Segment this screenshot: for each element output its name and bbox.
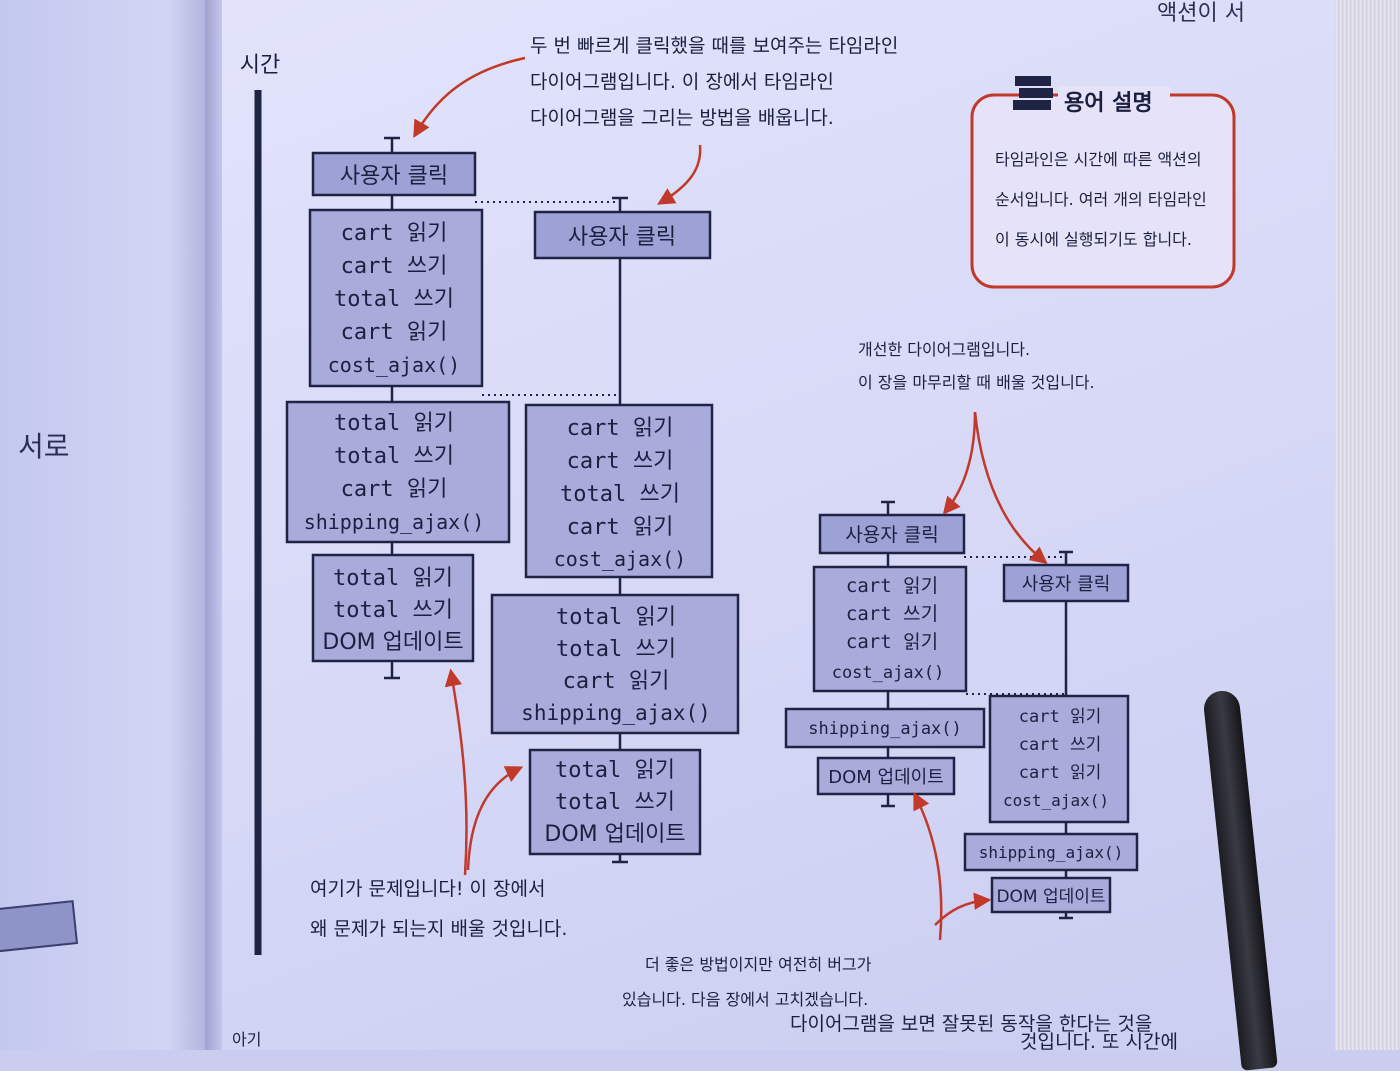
d2-left-b1-l1: cart 읽기 — [846, 575, 938, 597]
d2-right-b1-l2: cart 쓰기 — [1019, 735, 1101, 755]
glossary-title: 용어 설명 — [1064, 91, 1153, 116]
glossary-body-l1: 타임라인은 시간에 따른 액션의 — [995, 150, 1202, 169]
d1-right-header-box — [533, 210, 712, 260]
d1-right-header: 사용자 클릭 — [568, 225, 676, 250]
arrow-better-2 — [934, 892, 992, 926]
d2-left-block-1 — [812, 565, 968, 693]
arrow-problem-1 — [444, 668, 468, 876]
d1-right-b2-l2: total 쓰기 — [556, 637, 676, 662]
d1-right-block-2 — [490, 593, 740, 735]
d2-left-header-box — [818, 513, 966, 555]
bottom-text-l2: 것입니다. 또 시간에 — [1020, 1031, 1178, 1050]
d1-left-b1-l5: cost_ajax() — [328, 353, 460, 377]
annotation-improved: 개선한 다이어그램입니다. 이 장을 마무리할 때 배울 것입니다. — [858, 340, 1095, 565]
annotation-top-l3: 다이어그램을 그리는 방법을 배웁니다. — [530, 107, 834, 129]
arrow-top-2 — [656, 144, 702, 205]
d1-right-b2-l4: shipping_ajax() — [521, 701, 711, 725]
d1-left-b3-l2: total 쓰기 — [333, 598, 453, 623]
d1-left-b2-l1: total 읽기 — [334, 411, 454, 436]
annotation-problem: 여기가 문제입니다! 이 장에서 왜 문제가 되는지 배울 것입니다. — [310, 668, 567, 940]
d1-right-b1-l1: cart 읽기 — [567, 416, 674, 441]
d1-right-b1-l4: cart 읽기 — [567, 515, 674, 540]
d2-left-timeline: 사용자 클릭 cart 읽기 cart 쓰기 cart 읽기 cost_ajax… — [784, 500, 986, 808]
d1-right-b1-l5: cost_ajax() — [554, 547, 686, 571]
d1-right-b1-l2: cart 쓰기 — [567, 449, 674, 474]
d2-left-header: 사용자 클릭 — [845, 524, 938, 546]
arrow-top-1 — [413, 56, 526, 139]
d1-left-b1-l2: cart 쓰기 — [341, 254, 448, 279]
annotation-problem-l1: 여기가 문제입니다! 이 장에서 — [310, 878, 546, 900]
d1-left-header-box — [311, 151, 477, 197]
d2-left-b1-l2: cart 쓰기 — [846, 603, 938, 625]
arrow-problem-2 — [466, 766, 524, 871]
annotation-improved-l1: 개선한 다이어그램입니다. — [858, 340, 1030, 359]
d2-right-header: 사용자 클릭 — [1022, 574, 1111, 595]
annotation-top: 두 번 빠르게 클릭했을 때를 보여주는 타임라인 다이어그램입니다. 이 장에… — [413, 35, 898, 205]
d1-left-block-3 — [311, 553, 475, 663]
d1-left-b2-l3: cart 읽기 — [341, 477, 448, 502]
d1-left-b3-l3: DOM 업데이트 — [322, 630, 463, 655]
glossary-body-l2: 순서입니다. 여러 개의 타임라인 — [995, 190, 1207, 209]
d1-right-block-3 — [528, 748, 702, 856]
annotation-top-l1: 두 번 빠르게 클릭했을 때를 보여주는 타임라인 — [530, 35, 898, 57]
d2-right-block-2 — [963, 832, 1139, 872]
d1-right-b2-l1: total 읽기 — [556, 605, 676, 630]
arrow-better-1 — [913, 791, 943, 941]
d1-left-timeline: 사용자 클릭 cart 읽기 cart 쓰기 total 쓰기 cart 읽기 … — [285, 136, 511, 680]
d2-right-block-3 — [990, 876, 1112, 914]
bottom-text-l1: 다이어그램을 보면 잘못된 동작을 한다는 것을 — [790, 1013, 1152, 1035]
d1-left-b1-l4: cart 읽기 — [341, 320, 448, 345]
glossary-title-bg — [1058, 86, 1170, 116]
footer-left: 아기 — [232, 1030, 261, 1049]
left-page: 서로 — [0, 0, 210, 1050]
left-page-text: 서로 — [18, 430, 70, 463]
d1-right-b3-l2: total 쓰기 — [555, 790, 675, 815]
d2-left-block-2 — [784, 707, 986, 749]
d1-right-b1-l3: total 쓰기 — [560, 482, 680, 507]
glossary-body-l3: 이 동시에 실행되기도 합니다. — [995, 230, 1192, 249]
d2-right-timeline: 사용자 클릭 cart 읽기 cart 쓰기 cart 읽기 cost_ajax… — [963, 550, 1139, 920]
annotation-better-l2: 있습니다. 다음 장에서 고치겠습니다. — [622, 990, 868, 1009]
d1-left-b2-l4: shipping_ajax() — [304, 510, 485, 534]
glossary-box: 용어 설명 타임라인은 시간에 따른 액션의 순서입니다. 여러 개의 타임라인… — [970, 76, 1236, 289]
d1-left-header: 사용자 클릭 — [340, 164, 448, 189]
d1-right-b3-l3: DOM 업데이트 — [544, 822, 685, 847]
d2-right-block-1 — [988, 694, 1130, 824]
annotation-top-l2: 다이어그램입니다. 이 장에서 타임라인 — [530, 71, 834, 93]
arrow-improved-2 — [973, 411, 1048, 565]
d1-left-b1-l1: cart 읽기 — [341, 221, 448, 246]
d1-left-b2-l2: total 쓰기 — [334, 444, 454, 469]
d1-right-b2-l3: cart 읽기 — [563, 669, 670, 694]
d1-left-block-2 — [285, 400, 511, 544]
d2-right-header-box — [1002, 563, 1130, 603]
d1-right-timeline: 사용자 클릭 cart 읽기 cart 쓰기 total 쓰기 cart 읽기 … — [490, 196, 740, 864]
d2-left-b1-l3: cart 읽기 — [846, 631, 938, 653]
d2-left-b2-l1: shipping_ajax() — [808, 719, 962, 739]
time-label: 시간 — [240, 53, 280, 78]
books-icon — [1013, 76, 1053, 110]
arrow-improved-1 — [942, 411, 977, 515]
d2-right-b1-l4: cost_ajax() — [1003, 791, 1109, 810]
annotation-better: 더 좋은 방법이지만 여전히 버그가 있습니다. 다음 장에서 고치겠습니다. — [622, 791, 992, 1009]
book-gutter — [205, 0, 223, 1050]
d1-right-block-1 — [524, 403, 714, 579]
page-edge — [1335, 0, 1400, 1050]
d2-left-b3-l1: DOM 업데이트 — [828, 767, 944, 788]
d2-right-b1-l1: cart 읽기 — [1019, 707, 1101, 727]
page-header: 액션이 서 — [1157, 1, 1245, 26]
d2-left-block-3 — [816, 756, 956, 796]
d1-left-b1-l3: total 쓰기 — [334, 287, 454, 312]
d2-left-b1-l4: cost_ajax() — [832, 663, 945, 683]
d2-right-b1-l3: cart 읽기 — [1019, 763, 1101, 783]
annotation-problem-l2: 왜 문제가 되는지 배울 것입니다. — [310, 918, 567, 940]
d2-right-b3-l1: DOM 업데이트 — [996, 887, 1105, 907]
d1-right-b3-l1: total 읽기 — [555, 758, 675, 783]
annotation-better-l1: 더 좋은 방법이지만 여전히 버그가 — [645, 955, 872, 974]
annotation-improved-l2: 이 장을 마무리할 때 배울 것입니다. — [858, 373, 1095, 392]
d1-left-b3-l1: total 읽기 — [333, 566, 453, 591]
d2-right-b2-l1: shipping_ajax() — [979, 843, 1124, 862]
d1-left-block-1 — [308, 208, 484, 388]
